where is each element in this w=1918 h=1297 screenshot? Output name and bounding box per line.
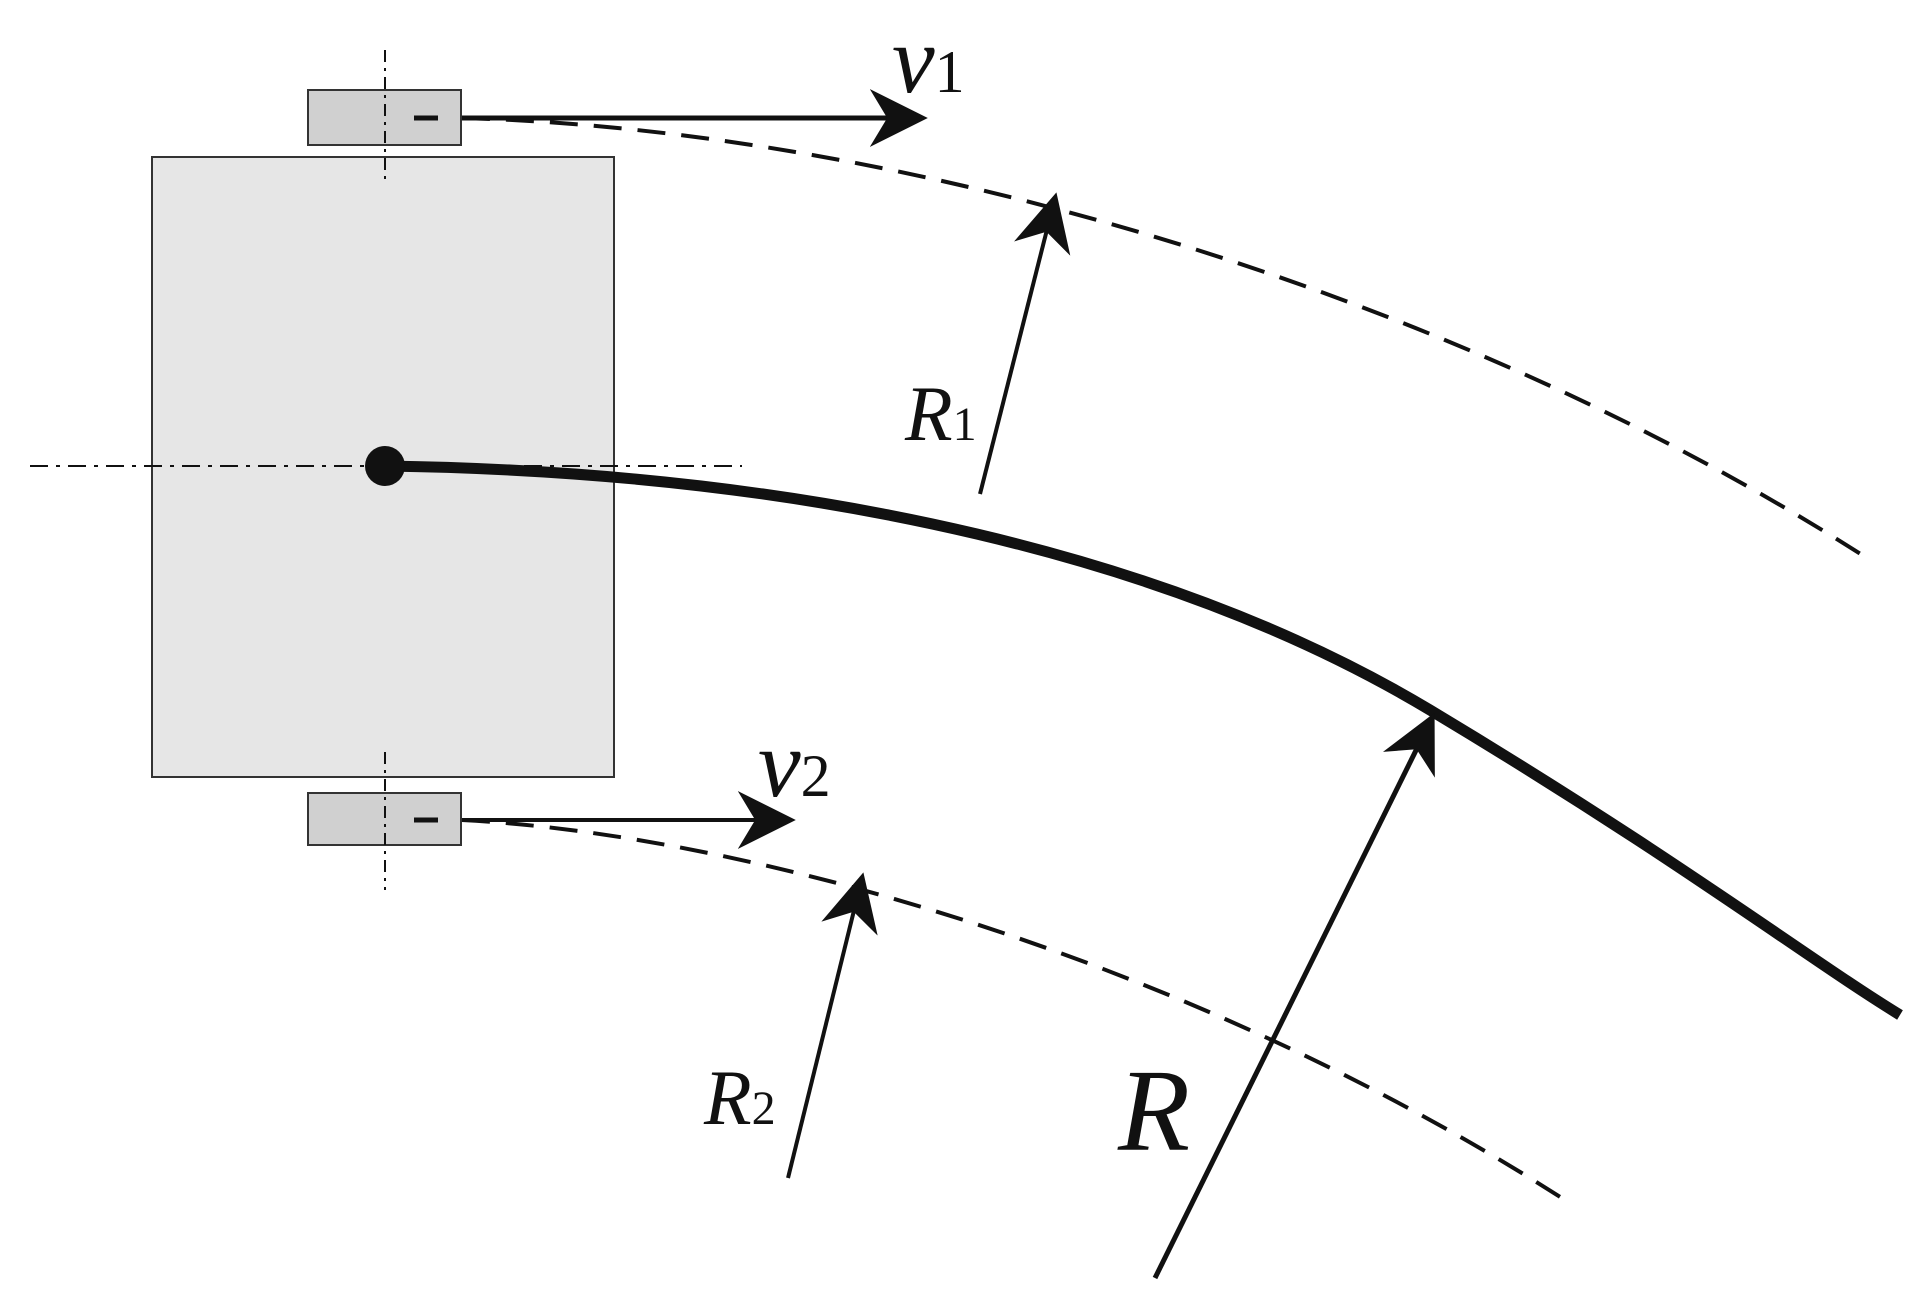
- left-wheel-trajectory: [461, 116, 1872, 562]
- center-point: [365, 446, 405, 486]
- v1-label: v1: [892, 6, 965, 113]
- r2-label: R2: [703, 1054, 776, 1141]
- r-label: R: [1117, 1045, 1190, 1176]
- r1-label: R1: [904, 370, 977, 457]
- v2-label: v2: [758, 710, 831, 817]
- radius-r2-arrow: [786, 872, 878, 1179]
- right-wheel-trajectory: [461, 818, 1567, 1202]
- center-trajectory: [384, 460, 1903, 1020]
- radius-r-arrow: [1152, 712, 1435, 1280]
- radius-r1-arrow: [978, 192, 1071, 495]
